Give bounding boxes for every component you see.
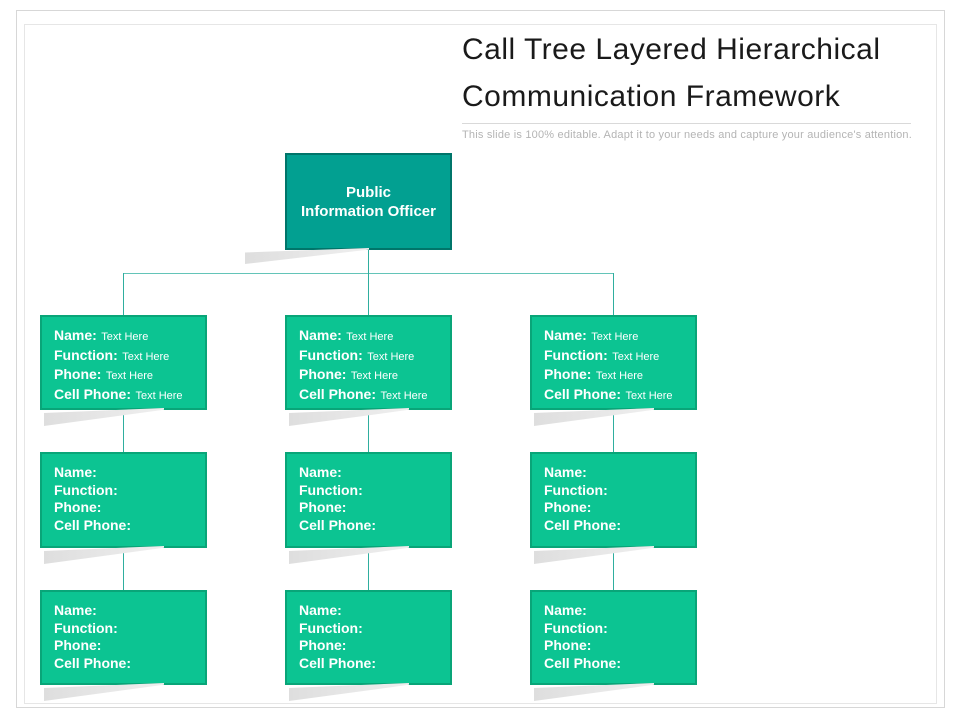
field-label-phone: Phone:: [54, 637, 102, 653]
field-value: Text Here: [135, 389, 183, 402]
tree-node-l1-col3: Name: Text Here Function: Text Here Phon…: [530, 315, 697, 426]
field-label-function: Function:: [544, 481, 608, 498]
tree-node-l2-col1: Name: Function: Phone: Cell Phone:: [40, 452, 207, 564]
field-label-cell-phone: Cell Phone:: [299, 516, 377, 533]
tree-node-l1-col1: Name: Text Here Function: Text Here Phon…: [40, 315, 207, 426]
field-label-function: Function:: [54, 346, 118, 363]
field-label-phone: Phone:: [299, 366, 347, 382]
slide-outer-frame: [16, 10, 945, 708]
field-label-cell-phone: Cell Phone:: [54, 385, 132, 402]
field-label-function: Function:: [299, 346, 363, 363]
page-title-line-2: Communication Framework: [462, 80, 841, 113]
field-value: Text Here: [346, 331, 394, 343]
field-label-phone: Phone:: [299, 637, 347, 653]
field-label-name: Name:: [54, 327, 97, 343]
title-block: Call Tree Layered Hierarchical Communica…: [462, 26, 932, 141]
slide-inner-frame: [24, 24, 937, 704]
tree-node-l2-col2: Name: Function: Phone: Cell Phone:: [285, 452, 452, 564]
field-label-cell-phone: Cell Phone:: [544, 385, 622, 402]
field-label-phone: Phone:: [54, 366, 102, 382]
field-label-cell-phone: Cell Phone:: [299, 385, 377, 402]
field-label-name: Name:: [54, 464, 97, 480]
field-value: Text Here: [595, 370, 643, 382]
field-label-cell-phone: Cell Phone:: [299, 654, 377, 671]
field-value: Text Here: [591, 331, 639, 343]
field-label-cell-phone: Cell Phone:: [544, 516, 622, 533]
field-label-phone: Phone:: [54, 499, 102, 515]
connector-col2-drop: [368, 273, 369, 315]
field-label-name: Name:: [54, 602, 97, 618]
field-label-cell-phone: Cell Phone:: [54, 654, 132, 671]
tree-node-l1-col2: Name: Text Here Function: Text Here Phon…: [285, 315, 452, 426]
connector-col2-low: [368, 548, 369, 590]
connector-col1-low: [123, 548, 124, 590]
field-label-cell-phone: Cell Phone:: [54, 516, 132, 533]
page-title-line-1: Call Tree Layered Hierarchical: [462, 33, 881, 66]
field-label-function: Function:: [299, 619, 363, 636]
field-value: Text Here: [380, 389, 428, 402]
root-label-line-1: Public: [345, 183, 391, 201]
connector-col3-low: [613, 548, 614, 590]
field-label-name: Name:: [544, 602, 587, 618]
field-label-name: Name:: [299, 602, 342, 618]
connector-col3-mid: [613, 410, 614, 452]
field-value: Text Here: [612, 350, 660, 363]
field-value: Text Here: [625, 389, 673, 402]
field-value: Text Here: [367, 350, 415, 363]
title-divider: [462, 123, 911, 124]
field-label-function: Function:: [544, 346, 608, 363]
field-value: Text Here: [122, 350, 170, 363]
root-label-line-2: Information Officer: [300, 202, 436, 220]
field-value: Text Here: [101, 331, 149, 343]
connector-col2-mid: [368, 410, 369, 452]
tree-node-root: Public Information Officer: [245, 153, 452, 264]
field-label-function: Function:: [544, 619, 608, 636]
field-label-cell-phone: Cell Phone:: [544, 654, 622, 671]
field-label-name: Name:: [299, 464, 342, 480]
field-label-phone: Phone:: [544, 366, 592, 382]
tree-node-l3-col3: Name: Function: Phone: Cell Phone:: [530, 590, 697, 701]
field-label-function: Function:: [54, 481, 118, 498]
connector-root-stub: [368, 250, 369, 273]
field-label-name: Name:: [544, 464, 587, 480]
field-label-function: Function:: [54, 619, 118, 636]
field-label-function: Function:: [299, 481, 363, 498]
tree-node-l3-col1: Name: Function: Phone: Cell Phone:: [40, 590, 207, 701]
subtitle: This slide is 100% editable. Adapt it to…: [462, 129, 912, 141]
tree-node-l2-col3: Name: Function: Phone: Cell Phone:: [530, 452, 697, 564]
field-label-phone: Phone:: [544, 499, 592, 515]
field-label-name: Name:: [544, 327, 587, 343]
field-label-name: Name:: [299, 327, 342, 343]
connector-col1-mid: [123, 410, 124, 452]
tree-node-l3-col2: Name: Function: Phone: Cell Phone:: [285, 590, 452, 701]
field-value: Text Here: [350, 370, 398, 382]
connector-col3-drop: [613, 273, 614, 315]
connector-col1-drop: [123, 273, 124, 315]
field-label-phone: Phone:: [544, 637, 592, 653]
field-label-phone: Phone:: [299, 499, 347, 515]
field-value: Text Here: [105, 370, 153, 382]
